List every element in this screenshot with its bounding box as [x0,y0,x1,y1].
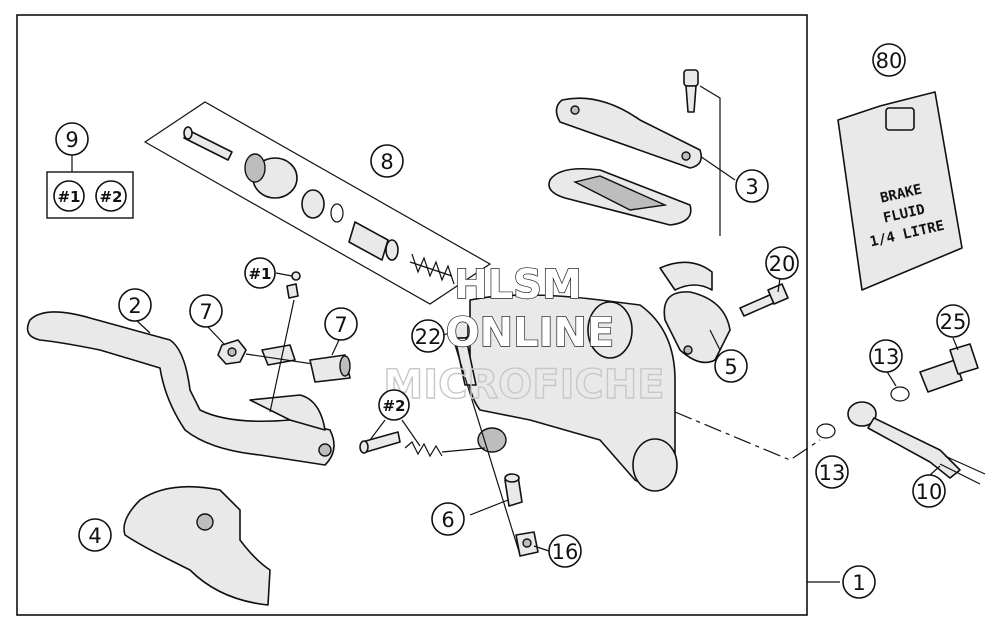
callout-10: 10 [912,474,946,508]
watermark: HLSM ONLINE MICROFICHE [383,261,666,408]
pivot-bushing-part [504,473,523,507]
callout-7-bushing: 7 [324,307,358,341]
leader-22 [443,329,456,336]
master-cylinder-body [467,294,678,492]
callout-2: 2 [118,288,152,322]
svg-text:13: 13 [873,345,900,369]
svg-text:16: 16 [552,540,579,564]
callout-1: 1 [842,565,876,599]
clamp-bolt-part [739,283,789,317]
callout-13-upper: 13 [869,339,903,373]
svg-text:80: 80 [876,49,903,73]
svg-text:13: 13 [819,461,846,485]
leader-7b [331,339,340,356]
callout-80: 80 [872,43,906,77]
leader-7a [206,325,226,346]
lever-spring-part [404,441,443,458]
svg-text:25: 25 [940,310,967,334]
brake-fluid-can: BRAKE FLUID 1/4 LITRE [837,91,963,291]
callout-3: 3 [735,169,769,203]
svg-text:7: 7 [334,313,347,337]
callout-25: 25 [936,304,970,338]
o-ring-part [330,203,344,223]
svg-text:22: 22 [415,325,442,349]
watermark-line1: HLSM [454,262,582,308]
leader-20 [777,277,781,293]
brake-lever-part [26,311,335,466]
brake-hose-part [939,455,986,485]
callout-13-lower: 13 [815,455,849,489]
leader-10 [929,465,941,476]
leader-25 [952,337,959,351]
svg-text:#1: #1 [57,188,80,206]
leader-r2-spring-b [401,419,421,447]
cover-leader-line [699,155,736,181]
svg-text:2: 2 [128,294,141,318]
callout-5: 5 [714,349,748,383]
reservoir-gasket-part [548,167,692,226]
svg-text:10: 10 [916,480,943,504]
ref-marker-2-spring: #2 [378,389,410,421]
banjo-bolt-part [919,343,979,393]
boot-part [244,153,298,199]
callout-8: 8 [370,144,404,178]
leader-16 [533,545,550,552]
svg-text:8: 8 [380,150,393,174]
adjuster-knob-part [217,339,247,365]
lever-pin-part [359,431,401,454]
lever-guard-part [123,485,271,606]
pin-axis-line [441,447,486,453]
leader-5 [709,329,721,351]
leader-2 [135,319,151,334]
svg-text:4: 4 [88,524,101,548]
detent-ball-part [269,271,301,413]
reservoir-cover-group-box [699,85,721,236]
callout-9: 9 [55,122,89,156]
circlip-part [301,189,325,219]
piston-part [348,221,399,261]
pivot-nut-part [515,531,539,557]
banjo-fitting-part [847,401,961,479]
hose-axis-line [674,411,821,461]
svg-text:1: 1 [852,571,865,595]
svg-text:#2: #2 [99,188,122,206]
svg-text:9: 9 [65,128,78,152]
svg-text:3: 3 [745,175,758,199]
callout-6: 6 [431,502,465,536]
callout-20: 20 [765,246,799,280]
assembly-frame [16,14,808,616]
ref-marker-1-box: #1 [53,180,85,212]
ref-marker-1-lever: #1 [244,257,276,289]
watermark-line3: MICROFICHE [383,362,664,408]
watermark-line2: ONLINE [446,310,615,356]
leader-r1-lever [275,272,293,277]
pivot-bolt-part [451,319,477,386]
push-rod-part [183,126,233,161]
svg-text:20: 20 [769,252,796,276]
svg-text:#2: #2 [382,397,405,415]
svg-text:#1: #1 [248,265,271,283]
callout-22: 22 [411,319,445,353]
handlebar-clamp-part [659,261,731,364]
callout-7-knob: 7 [189,294,223,328]
callout-4: 4 [78,518,112,552]
banjo-washer-upper-part [890,386,910,402]
adjuster-bushing-part [309,354,351,383]
pivot-axis-line [454,344,521,556]
reservoir-screw-part [683,69,699,113]
svg-text:6: 6 [441,508,454,532]
reservoir-cover-part [555,97,703,169]
piston-kit-group-box [143,101,492,305]
svg-text:7: 7 [199,300,212,324]
ref-marker-2-box: #2 [95,180,127,212]
callout-16: 16 [548,534,582,568]
bushing-leader-line [469,499,509,516]
return-spring-part [409,253,455,285]
kit-reference-box [46,171,134,219]
leader-r2-spring-a [369,419,386,441]
svg-text:5: 5 [724,355,737,379]
banjo-washer-lower-part [816,423,836,439]
